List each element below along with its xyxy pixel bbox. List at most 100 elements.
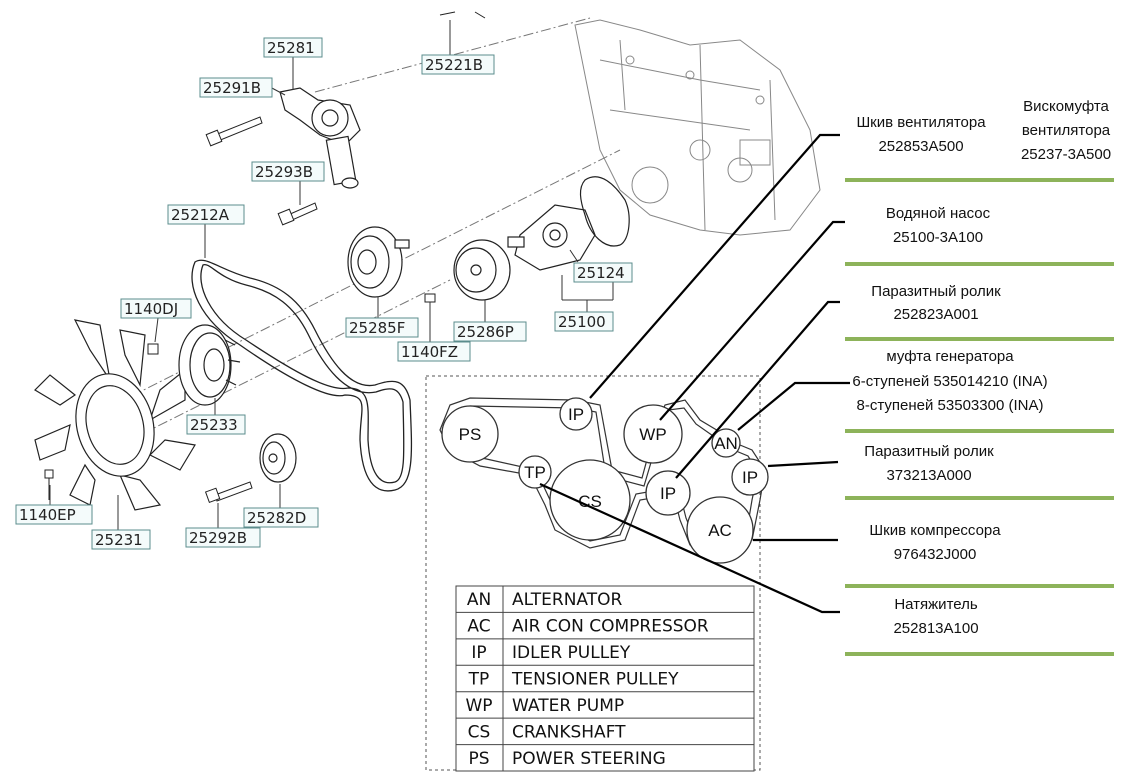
water-pump-drawing bbox=[507, 204, 596, 271]
legend-code: AN bbox=[467, 590, 491, 610]
pulley-ps bbox=[441, 405, 499, 463]
svg-text:1140EP: 1140EP bbox=[19, 506, 76, 524]
label-ip-right: IP bbox=[742, 468, 758, 487]
legend-name: IDLER PULLEY bbox=[512, 643, 631, 663]
part-label-25291B: 25291B bbox=[199, 77, 273, 98]
part-label-25124: 25124 bbox=[573, 262, 633, 283]
alternator-clutch-name: муфта генератора bbox=[886, 348, 1014, 365]
label-tp: TP bbox=[524, 463, 546, 482]
svg-text:25281: 25281 bbox=[267, 39, 315, 57]
legend-name: POWER STEERING bbox=[512, 749, 666, 769]
label-ip-top: IP bbox=[568, 405, 584, 424]
pulley-cs bbox=[549, 459, 631, 541]
part-label-25292B: 25292B bbox=[185, 527, 261, 548]
part-label-25100: 25100 bbox=[554, 311, 614, 332]
tensioner-code: 252813A100 bbox=[893, 620, 978, 637]
annotation-dividers bbox=[845, 178, 1114, 656]
water-pump-code: 25100-3A100 bbox=[893, 229, 983, 246]
viscous-clutch-code: 25237-3A500 bbox=[1021, 146, 1111, 163]
svg-text:25282D: 25282D bbox=[247, 509, 306, 527]
label-ac: AC bbox=[708, 521, 732, 540]
idler-2-code: 373213A000 bbox=[886, 467, 971, 484]
bolt-25292B-drawing bbox=[204, 481, 253, 503]
fan-pulley-name: Шкив вентилятора bbox=[856, 114, 986, 131]
svg-text:25233: 25233 bbox=[190, 416, 238, 434]
pulley-wp bbox=[623, 404, 683, 464]
engine-block-drawing bbox=[574, 19, 821, 236]
svg-text:25292B: 25292B bbox=[189, 529, 247, 547]
legend-name: CRANKSHAFT bbox=[512, 722, 626, 742]
svg-text:25293B: 25293B bbox=[255, 163, 313, 181]
label-cs: CS bbox=[578, 492, 602, 511]
part-label-25212A: 25212A bbox=[167, 204, 245, 225]
compressor-code: 976432J000 bbox=[894, 546, 977, 563]
pulley-ip-mid bbox=[645, 470, 691, 516]
pulley-an bbox=[711, 428, 741, 458]
viscous-clutch-name-1: Вискомуфта bbox=[1023, 98, 1109, 115]
cooling-fan-drawing bbox=[34, 319, 196, 511]
label-ip-mid: IP bbox=[660, 484, 676, 503]
label-wp: WP bbox=[639, 425, 666, 444]
part-label-25221B: 25221B bbox=[421, 54, 495, 75]
pulley-ip-right bbox=[731, 458, 769, 496]
svg-text:25285F: 25285F bbox=[349, 319, 405, 337]
bolt-1140FZ-drawing bbox=[424, 293, 436, 303]
callout-lines bbox=[539, 133, 850, 614]
tensioner-assembly-drawing bbox=[279, 87, 361, 189]
svg-text:25100: 25100 bbox=[558, 313, 606, 331]
gasket-drawing bbox=[579, 176, 630, 247]
viscous-clutch-drawing bbox=[178, 324, 241, 406]
legend-name: ALTERNATOR bbox=[512, 590, 622, 610]
svg-text:1140DJ: 1140DJ bbox=[124, 300, 178, 318]
bolt-1140EP-drawing bbox=[44, 469, 54, 500]
part-label-1140DJ: 1140DJ bbox=[120, 298, 192, 319]
part-label-1140EP: 1140EP bbox=[15, 504, 93, 525]
viscous-clutch-name-2: вентилятора bbox=[1022, 122, 1111, 139]
tensioner-name: Натяжитель bbox=[894, 596, 978, 613]
pulley-ip-top bbox=[559, 397, 593, 431]
svg-text:25286P: 25286P bbox=[457, 323, 514, 341]
bolt-1140DJ-drawing bbox=[147, 343, 159, 355]
pulley-tp bbox=[518, 455, 552, 489]
fan-pulley-code: 252853A500 bbox=[878, 138, 963, 155]
pulley-ac bbox=[686, 496, 754, 564]
bolt-25291B-drawing bbox=[205, 116, 263, 147]
part-label-1140FZ: 1140FZ bbox=[397, 341, 471, 362]
part-label-25285F: 25285F bbox=[345, 317, 419, 338]
bolt-25221B-drawing bbox=[439, 11, 486, 19]
drive-belt-drawing bbox=[191, 259, 413, 492]
part-label-25281: 25281 bbox=[263, 37, 323, 58]
legend-name: TENSIONER PULLEY bbox=[511, 670, 679, 690]
legend-code: AC bbox=[467, 617, 490, 637]
legend-name: WATER PUMP bbox=[512, 696, 624, 716]
svg-text:25221B: 25221B bbox=[425, 56, 483, 74]
label-an: AN bbox=[714, 434, 738, 453]
compressor-name: Шкив компрессора bbox=[869, 522, 1001, 539]
alternator-clutch-8: 8-ступеней 53503300 (INA) bbox=[857, 397, 1044, 414]
idler-pulley-25282D-drawing bbox=[259, 433, 297, 483]
part-label-25293B: 25293B bbox=[251, 161, 325, 182]
legend-code: CS bbox=[468, 722, 491, 742]
fan-pulley-drawing bbox=[347, 226, 410, 298]
idler-1-code: 252823A001 bbox=[893, 306, 978, 323]
idler-pulley-25286P-drawing bbox=[453, 239, 511, 301]
legend-code: WP bbox=[465, 696, 492, 716]
svg-text:1140FZ: 1140FZ bbox=[401, 343, 458, 361]
part-label-25231: 25231 bbox=[91, 529, 151, 550]
svg-text:25212A: 25212A bbox=[171, 206, 230, 224]
routing-pulley-labels: PS IP WP TP CS IP AN IP AC bbox=[459, 405, 758, 540]
legend-code: IP bbox=[471, 643, 486, 663]
annotations: Шкив вентилятора 252853A500 Вискомуфта в… bbox=[852, 98, 1111, 637]
svg-text:25231: 25231 bbox=[95, 531, 143, 549]
legend-code: PS bbox=[468, 749, 489, 769]
part-labels: 25221B 25281 25291B 25293B 25212A 1140DJ… bbox=[15, 37, 633, 550]
idler-1-name: Паразитный ролик bbox=[871, 283, 1001, 300]
bolt-25293B-drawing bbox=[277, 202, 318, 226]
svg-text:25124: 25124 bbox=[577, 264, 625, 282]
legend-code: TP bbox=[468, 670, 490, 690]
alternator-clutch-6: 6-ступеней 535014210 (INA) bbox=[852, 373, 1047, 390]
label-ps: PS bbox=[459, 425, 482, 444]
